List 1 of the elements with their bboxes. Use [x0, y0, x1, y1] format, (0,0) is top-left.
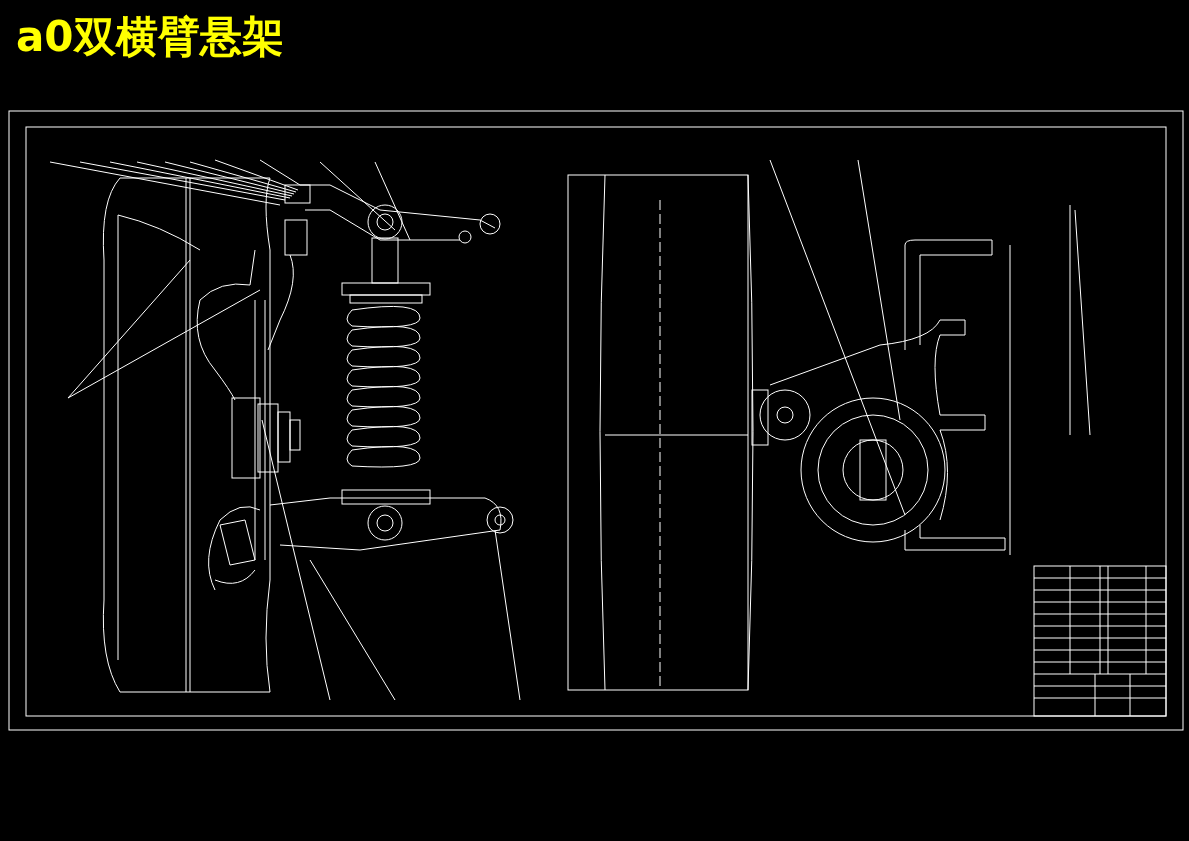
title: a0双横臂悬架 [16, 14, 284, 61]
